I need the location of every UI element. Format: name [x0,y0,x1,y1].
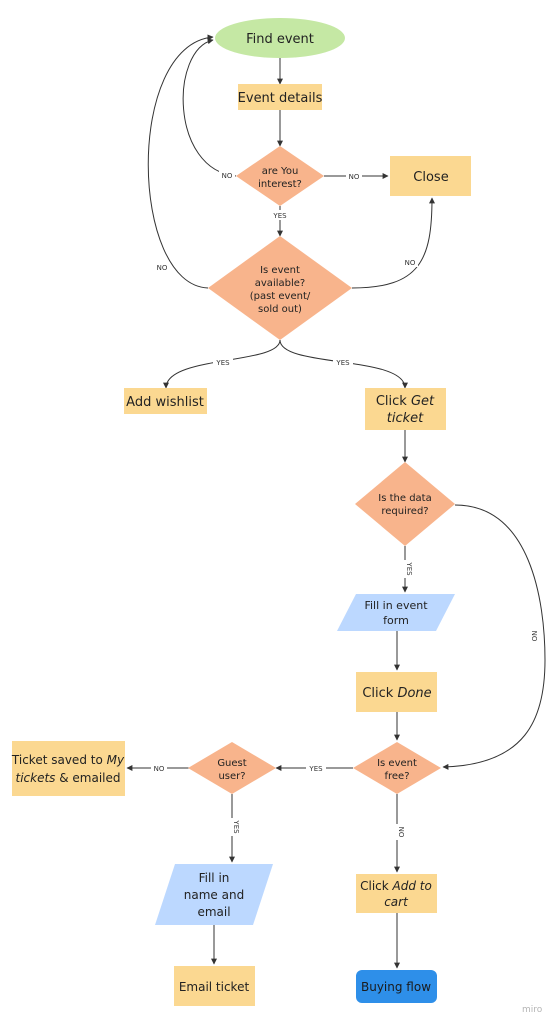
node-label-line1: Ticket saved to My [11,753,125,767]
node-shape [356,970,437,1003]
label-guest-yes: YES [232,819,240,834]
node-find-event[interactable]: Find event [215,18,345,58]
label-interest-no-left: NO [222,172,233,180]
node-label: Add wishlist [126,395,204,410]
node-shape [174,966,255,1006]
edge-labels: NO NO YES NO NO YES YES YES NO YES NO NO… [151,170,538,840]
node-label: Close [413,170,448,185]
node-label-line3: (past event/ [250,291,311,302]
node-label: Click Done [362,686,431,701]
node-label-line1: Click Add to [360,879,432,893]
node-label-line1: Is event [377,758,417,769]
node-is-event-available[interactable]: Is event available? (past event/ sold ou… [208,236,352,340]
node-label-line1: Guest [217,758,246,769]
node-label-line2: name and [184,888,244,902]
node-label-emphasis: Get [411,394,435,409]
node-label: Event details [238,91,323,106]
node-label-line1: Fill in event [364,599,428,612]
node-click-done[interactable]: Click Done [356,672,437,712]
node-shape [215,18,345,58]
node-click-get-ticket[interactable]: Click Get ticket [365,388,446,430]
node-label-text: Click [376,394,411,409]
node-label-line4: sold out) [258,304,302,315]
node-label-text: Click [360,879,392,893]
node-shape [188,742,276,794]
label-free-no: NO [397,827,405,838]
node-label: Find event [246,32,314,47]
label-data-yes: YES [405,561,413,576]
node-are-you-interest[interactable]: are You interest? [236,146,324,206]
label-available-yes-right: YES [335,359,350,367]
node-click-add-to-cart[interactable]: Click Add to cart [356,874,437,913]
node-label-line2: cart [384,895,409,909]
node-shape [208,236,352,340]
node-fill-in-name-email[interactable]: Fill in name and email [155,864,273,925]
miro-watermark: miro [522,1005,543,1015]
edges [126,34,546,969]
node-event-details[interactable]: Event details [238,84,323,110]
node-label-line2: form [383,614,409,627]
node-guest-user[interactable]: Guest user? [188,742,276,794]
node-label-line1: Is the data [378,493,431,504]
edge-data-no-to-free [442,504,546,770]
node-ticket-saved[interactable]: Ticket saved to My tickets & emailed [11,741,125,796]
node-shape [356,672,437,712]
node-email-ticket[interactable]: Email ticket [174,966,255,1006]
node-shape [12,741,125,796]
node-label-line1: Click Get [376,394,435,409]
label-available-yes-left: YES [215,359,230,367]
node-fill-in-event-form[interactable]: Fill in event form [337,594,455,631]
node-shape [124,388,207,414]
node-label-line2: tickets & emailed [15,771,120,785]
node-label-emphasis: Add to [392,879,432,893]
node-label: Buying flow [361,980,431,994]
node-shape [390,156,471,196]
label-available-no-right: NO [405,259,416,267]
node-label-text: Click [362,686,397,701]
node-shape [236,146,324,206]
node-shape [337,594,455,631]
node-is-event-free[interactable]: Is event free? [353,742,441,794]
label-interest-yes: YES [272,212,287,220]
node-buying-flow[interactable]: Buying flow [356,970,437,1003]
edge-available-no-to-find [147,34,214,289]
node-label-line1: are You [262,166,299,177]
label-free-yes: YES [308,765,323,773]
node-add-wishlist[interactable]: Add wishlist [124,388,207,414]
node-label-line1: Fill in [199,871,230,885]
node-shape [155,864,273,925]
node-label-line2: interest? [258,179,302,190]
node-label: Email ticket [179,980,250,994]
label-data-no: NO [530,631,538,642]
node-shape [355,462,455,546]
node-label-line2: available? [255,278,305,289]
node-label-line2: ticket [387,411,424,426]
node-label-text: & emailed [55,771,120,785]
node-label-line1: Is event [260,265,300,276]
label-available-no-left: NO [157,264,168,272]
node-label-line2: required? [381,506,428,517]
node-shape [356,874,437,913]
node-shape [353,742,441,794]
node-shape [365,388,446,430]
node-label-line2: user? [218,771,245,782]
label-interest-no-right: NO [349,173,360,181]
node-label-emphasis: My [107,753,125,767]
node-label-line3: email [197,905,230,919]
edge-available-no-to-close [351,197,435,289]
label-guest-no: NO [154,765,165,773]
node-close[interactable]: Close [390,156,471,196]
node-label-emphasis: Done [397,686,431,701]
node-shape [238,84,322,110]
node-label-text: Ticket saved to [11,753,107,767]
node-label-line2: free? [384,771,409,782]
edge-interest-no-to-find [182,38,237,177]
node-is-data-required[interactable]: Is the data required? [355,462,455,546]
node-label-emphasis: tickets [15,771,55,785]
